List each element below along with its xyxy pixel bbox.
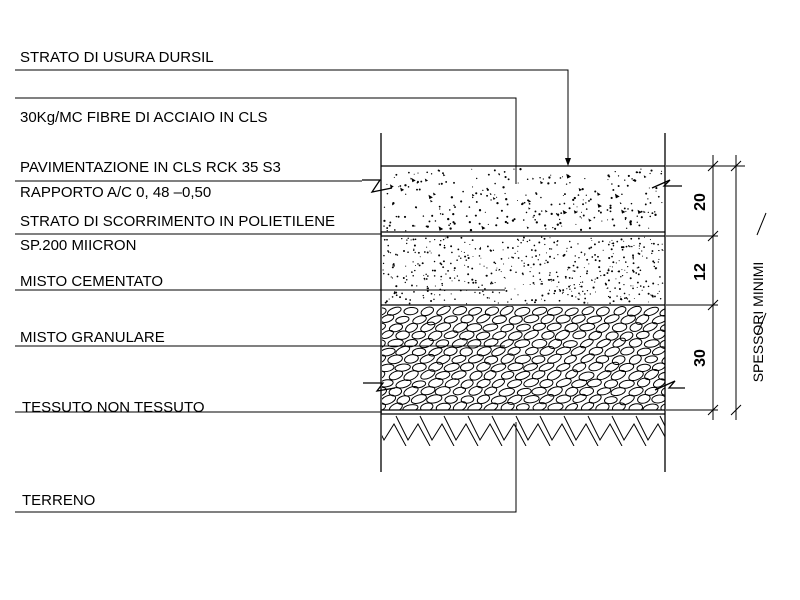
section-outline <box>362 133 685 472</box>
label-terreno: TERRENO <box>22 492 95 509</box>
granular-layer <box>382 306 665 410</box>
dim-note-spessori-minimi: SPESSORI MINIMI <box>750 262 766 383</box>
label-misto-granulare: MISTO GRANULARE <box>20 329 165 346</box>
label-misto-cementato: MISTO CEMENTATO <box>20 273 163 290</box>
label-rapporto: RAPPORTO A/C 0, 48 –0,50 <box>20 184 211 201</box>
dim-value-12: 12 <box>692 263 709 281</box>
label-spessore-micron: SP.200 MIICRON <box>20 237 136 254</box>
label-strato-usura: STRATO DI USURA DURSIL <box>20 49 214 66</box>
label-fibre-acciaio: 30Kg/MC FIBRE DI ACCIAIO IN CLS <box>20 109 268 126</box>
label-tessuto: TESSUTO NON TESSUTO <box>22 399 205 416</box>
dimension-lines <box>666 155 767 420</box>
dim-value-30: 30 <box>692 349 709 367</box>
cement-mix-layer <box>382 236 664 305</box>
leader-arrow <box>565 158 571 166</box>
soil-hatch <box>382 415 665 446</box>
label-strato-scorrimento: STRATO DI SCORRIMENTO IN POLIETILENE <box>20 213 335 230</box>
concrete-layer <box>383 168 663 232</box>
label-pavimentazione: PAVIMENTAZIONE IN CLS RCK 35 S3 <box>20 159 281 176</box>
leader-lines <box>15 69 569 513</box>
dim-value-20: 20 <box>692 193 709 211</box>
